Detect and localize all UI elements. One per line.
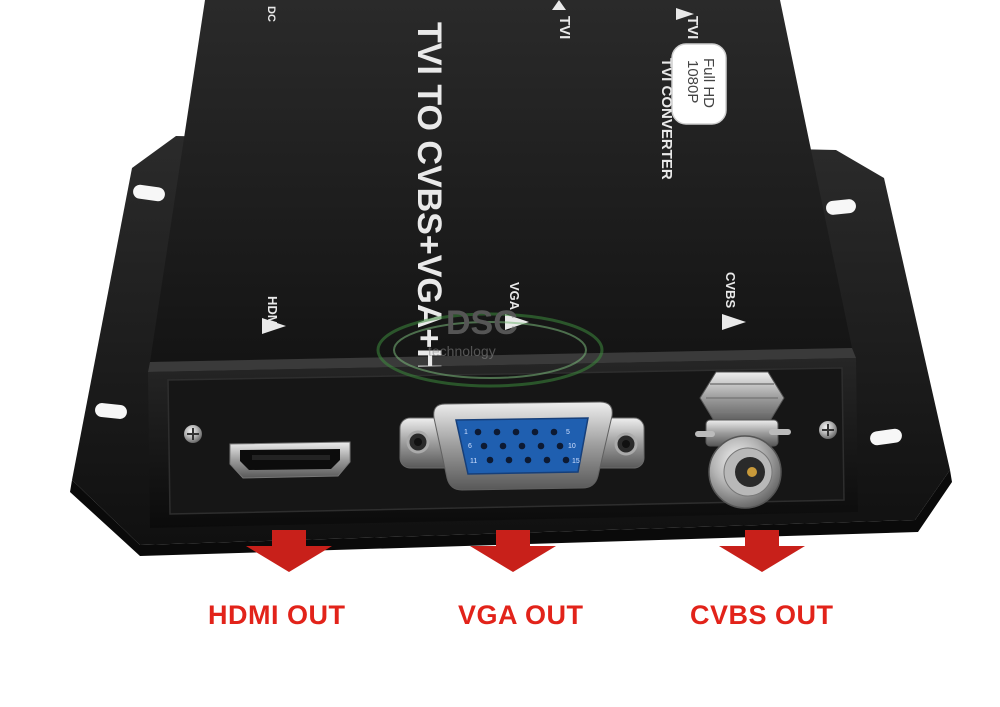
arrow-down-icon — [470, 530, 556, 572]
cvbs-out-label: CVBS OUT — [690, 600, 834, 630]
vga-pin-label: 6 — [468, 443, 472, 450]
input-arrow-mark — [552, 0, 566, 10]
hdmi-port-arrow — [262, 318, 286, 334]
cvbs-port-print: CVBS — [723, 272, 738, 308]
cvbs-port-arrow — [722, 314, 746, 330]
tvi-input-mark-2: TVI — [684, 16, 701, 39]
vga-pin-label: 10 — [568, 443, 576, 450]
watermark: DSC technology — [376, 304, 604, 388]
watermark-brand: DSC — [446, 304, 518, 342]
hdmi-port — [229, 441, 351, 479]
flange-slot — [870, 428, 902, 446]
badge-line1: Full HD — [700, 58, 717, 108]
vga-port-arrow — [505, 314, 529, 330]
arrow-down-icon — [246, 530, 332, 572]
vga-pin-label: 5 — [566, 429, 570, 436]
vga-port: 1 6 11 5 10 15 — [399, 401, 645, 491]
vga-pin-label: 11 — [470, 458, 477, 465]
flange-slot — [133, 184, 165, 202]
badge-line2: 1080P — [684, 60, 701, 103]
flange-slot — [826, 199, 856, 215]
hdmi-out-label: HDMI OUT — [208, 600, 346, 630]
vga-pin-label: 1 — [464, 429, 468, 436]
vga-pin-label: 15 — [572, 458, 580, 465]
bnc-connector — [695, 371, 791, 509]
vga-port-print: VGA — [507, 282, 522, 311]
watermark-tagline: technology — [428, 343, 496, 359]
vga-out-label: VGA OUT — [458, 600, 584, 630]
flange-slot — [95, 403, 127, 419]
dc-mark: DC — [265, 6, 277, 22]
tvi-input-mark: TVI — [556, 16, 573, 39]
input-arrow-mark-2 — [676, 8, 694, 20]
screw-left — [184, 425, 202, 443]
screw-right — [819, 421, 837, 439]
arrow-down-icon — [719, 530, 805, 572]
full-hd-badge: Full HD 1080P — [671, 43, 727, 125]
device-model-print: TVI CONVERTER — [658, 58, 675, 180]
